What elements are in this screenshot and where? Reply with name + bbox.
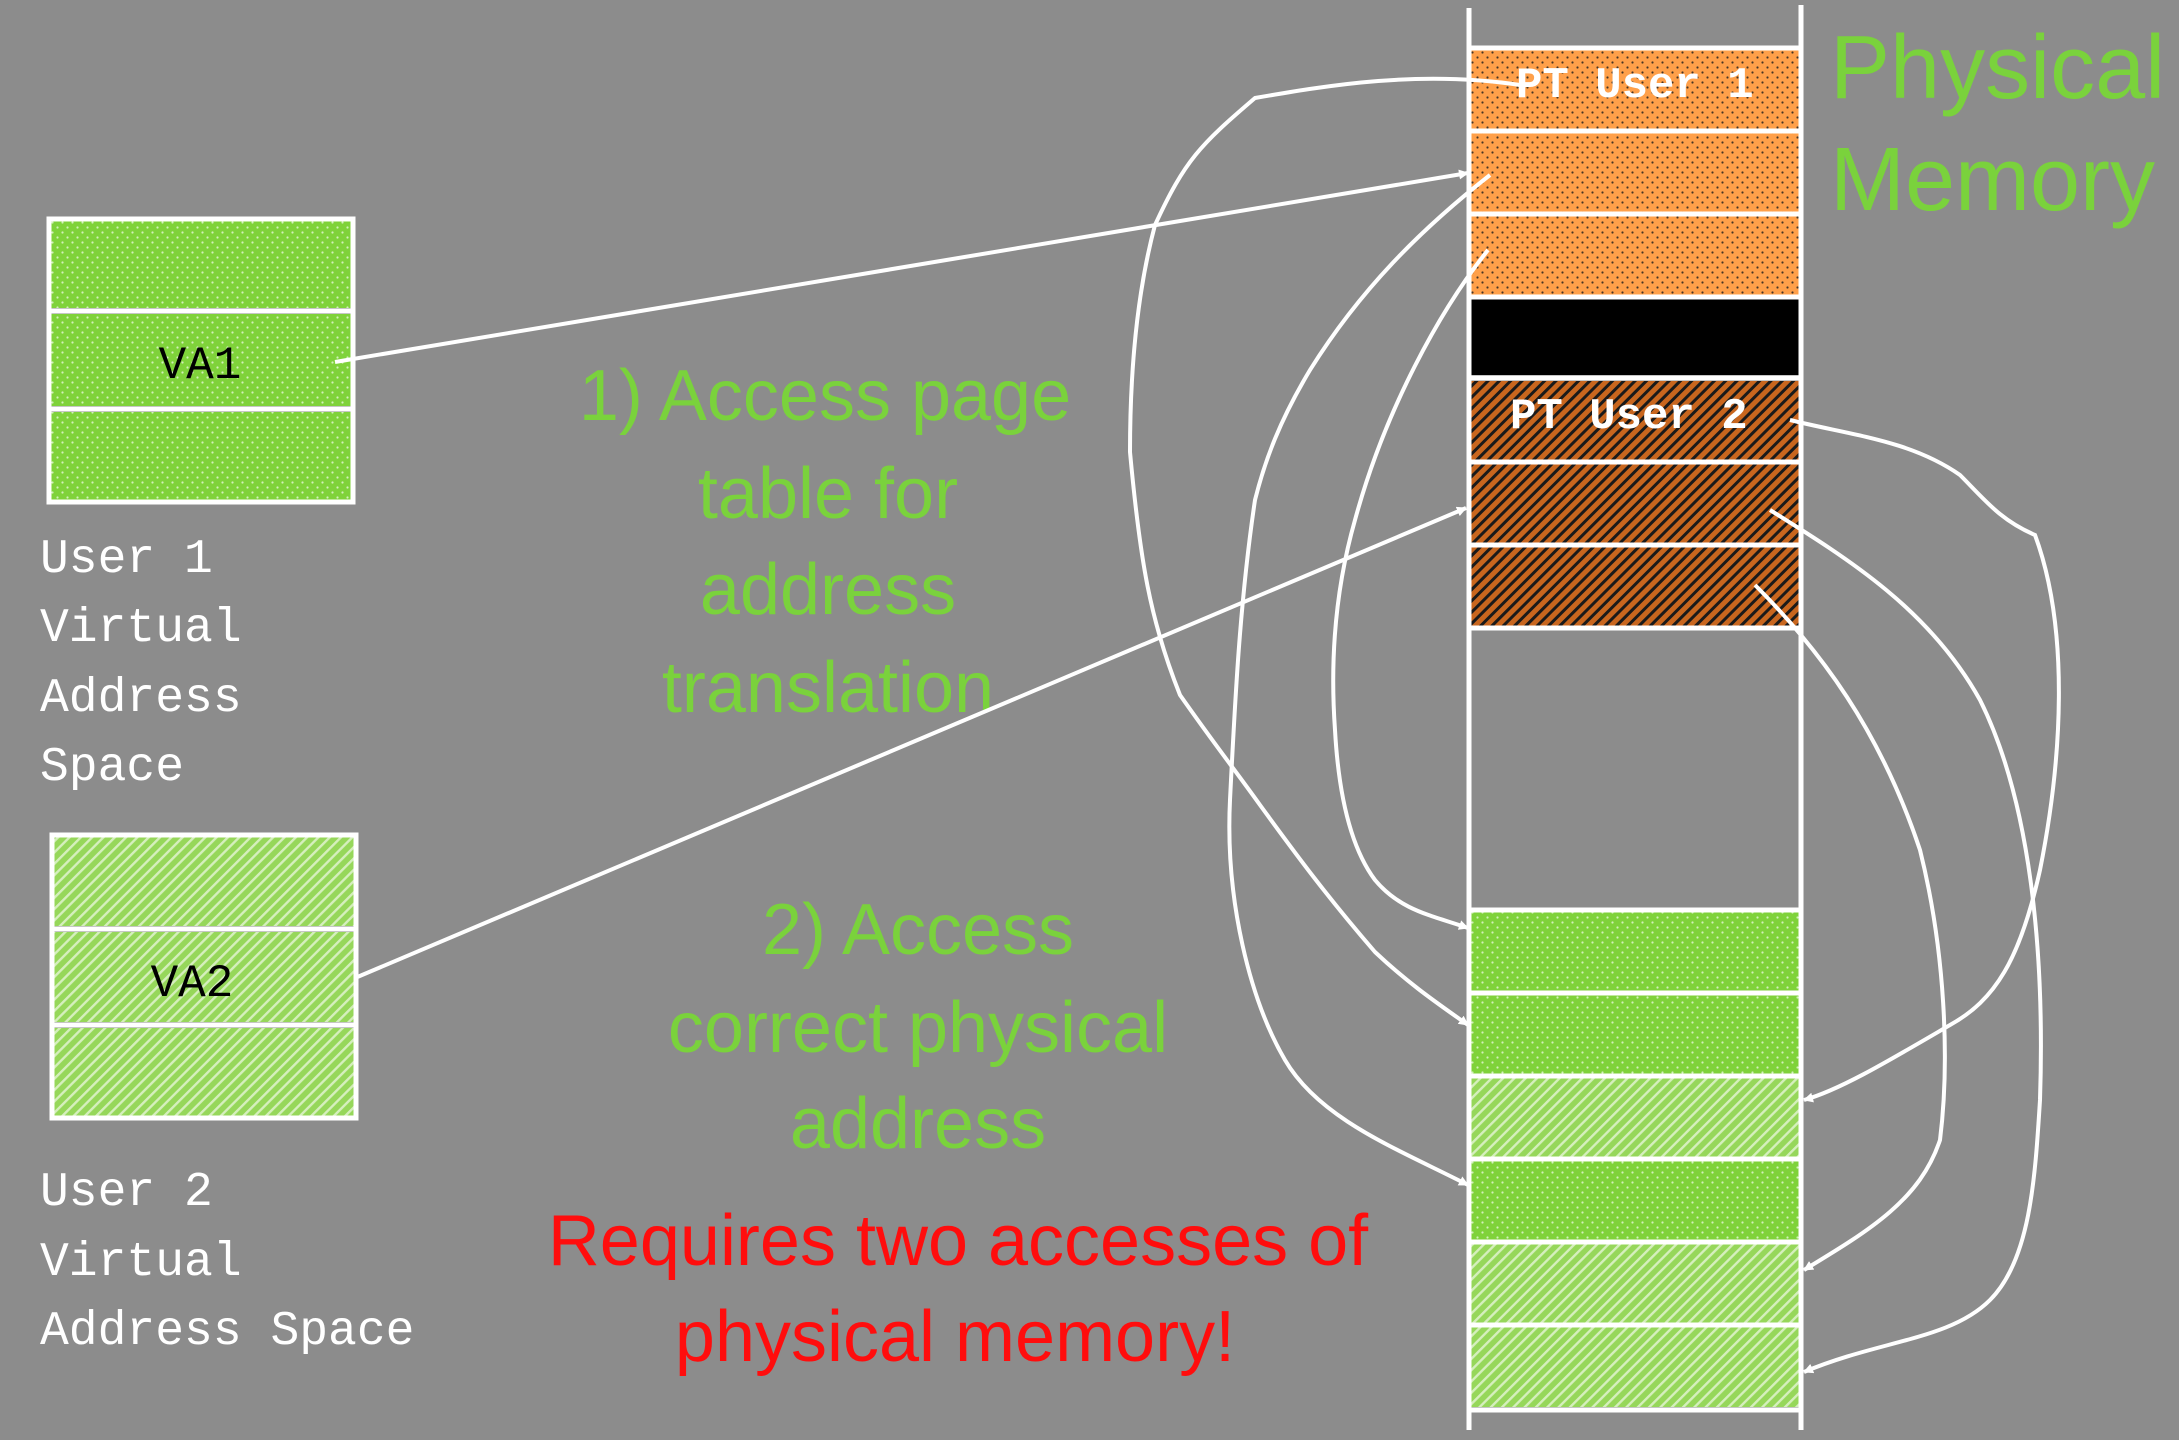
svg-text:Virtual: Virtual (40, 602, 242, 656)
pt2-entry2-arrow (1768, 508, 2043, 1374)
pt-user2-label: PT User 2 (1510, 392, 1748, 442)
svg-text:Address: Address (40, 672, 242, 726)
user2-address-space: VA2 (49, 832, 359, 1121)
physical-memory: PT User 1 PT User 2 (1466, 5, 1804, 1430)
svg-text:table for: table for (698, 454, 958, 534)
svg-text:Requires two accesses of: Requires two accesses of (548, 1201, 1369, 1281)
svg-text:translation: translation (662, 648, 994, 728)
svg-text:Space: Space (40, 741, 184, 795)
svg-text:physical memory!: physical memory! (675, 1297, 1235, 1377)
physical-memory-title-line2: Memory (1830, 130, 2155, 230)
step1-text: 1) Access page table for address transla… (579, 356, 1071, 728)
svg-text:Address Space: Address Space (40, 1305, 414, 1359)
user1-caption: User 1 Virtual Address Space (40, 533, 242, 795)
physical-memory-title-line1: Physical (1830, 18, 2165, 118)
svg-text:address: address (790, 1084, 1046, 1164)
svg-text:address: address (700, 550, 956, 630)
pt2-entry1-arrow (1789, 418, 2061, 1103)
pt2-entry3-arrow (1753, 583, 1947, 1272)
va2-to-pt2-arrow (354, 506, 1467, 980)
user2-caption: User 2 Virtual Address Space (40, 1166, 414, 1359)
pt-user1-label: PT User 1 (1516, 61, 1754, 111)
user1-address-space: VA1 (46, 216, 356, 505)
svg-text:Virtual: Virtual (40, 1236, 242, 1290)
va2-label: VA2 (151, 958, 234, 1010)
pt1-entry1-arrow (1127, 76, 1521, 1027)
memory-separators (1470, 45, 1800, 1413)
pt1-entry2-arrow (1227, 173, 1492, 1187)
translation-arrows (334, 76, 2061, 1374)
va1-label: VA1 (159, 340, 242, 392)
warning-text: Requires two accesses of physical memory… (548, 1201, 1369, 1377)
step2-text: 2) Access correct physical address (668, 890, 1168, 1164)
va1-to-pt1-arrow (334, 169, 1469, 364)
svg-text:2) Access: 2) Access (762, 890, 1074, 970)
svg-text:1) Access page: 1) Access page (579, 356, 1071, 436)
svg-text:User 1: User 1 (40, 533, 213, 587)
black-block (1471, 299, 1799, 375)
pt1-entry3-arrow (1331, 248, 1490, 930)
svg-text:User 2: User 2 (40, 1166, 213, 1220)
svg-text:correct physical: correct physical (668, 988, 1168, 1068)
